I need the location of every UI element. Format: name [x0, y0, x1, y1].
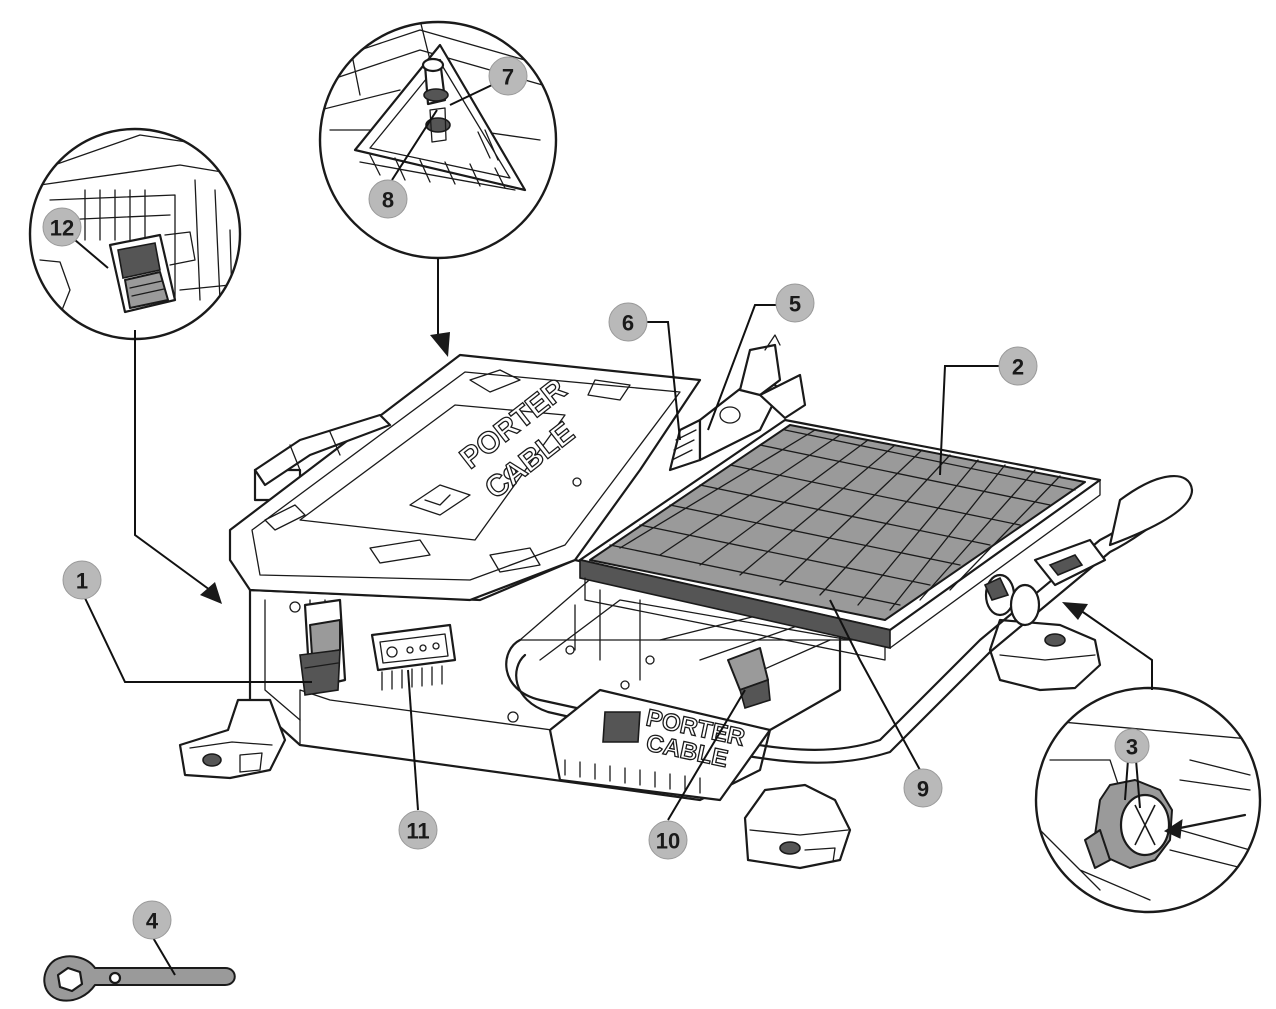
callout-10: 10: [648, 820, 688, 860]
callout-3: 3: [1114, 728, 1150, 764]
blade-guard: [698, 334, 807, 462]
svg-text:4: 4: [146, 909, 159, 934]
svg-text:2: 2: [1012, 355, 1024, 380]
svg-text:10: 10: [656, 829, 680, 854]
callout-5: 5: [775, 283, 815, 323]
svg-text:1: 1: [76, 569, 88, 594]
foot-center: [743, 783, 852, 870]
callout-4: 4: [132, 900, 172, 940]
arrowhead-78: [430, 332, 450, 357]
control-panel: [370, 623, 457, 691]
callout-11: 11: [398, 810, 438, 850]
fixed-table-top: [228, 353, 702, 602]
callout-8: 8: [368, 179, 408, 219]
svg-text:8: 8: [382, 188, 394, 213]
rail-clamp: [983, 538, 1107, 627]
foot-left: [178, 698, 287, 780]
callout-1: 1: [62, 560, 102, 600]
carriage-lock[interactable]: [727, 647, 771, 710]
blade-wrench: [43, 955, 236, 1002]
svg-text:7: 7: [502, 65, 514, 90]
arrowhead-3: [1062, 602, 1088, 620]
inset-3-detail: [1034, 686, 1262, 914]
rotation-arrow: [1168, 813, 1247, 832]
svg-text:12: 12: [50, 216, 74, 241]
svg-text:6: 6: [622, 311, 634, 336]
foot-right: [988, 618, 1102, 692]
callout-6: 6: [608, 302, 648, 342]
sliding-table: [578, 418, 1102, 661]
blade-wrench-storage-latch[interactable]: [117, 242, 161, 279]
callout-9: 9: [903, 768, 943, 808]
callout-12: 12: [42, 207, 82, 247]
front-plate: PORTER CABLE: [548, 688, 772, 802]
inset-78-detail: [318, 20, 558, 260]
svg-text:5: 5: [789, 292, 801, 317]
callout-7: 7: [488, 56, 528, 96]
svg-text:9: 9: [917, 777, 929, 802]
callout-2: 2: [998, 346, 1038, 386]
leader-lines: [74, 84, 1153, 976]
blade-locking-knob[interactable]: [1084, 779, 1173, 869]
power-switch[interactable]: [299, 598, 347, 696]
svg-text:11: 11: [406, 819, 429, 844]
rear-handle: [253, 413, 392, 487]
tile-saw: PORTER CABLE: [178, 334, 1194, 870]
svg-text:3: 3: [1126, 735, 1138, 760]
rip-guide: [668, 418, 702, 472]
arrowhead-12: [200, 582, 222, 604]
